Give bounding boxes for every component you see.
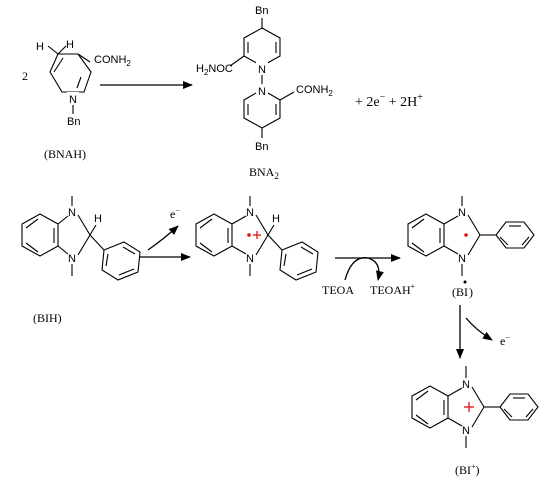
bih-n-top: N xyxy=(68,207,76,219)
bna2-molecule: Bn H2NOC N N CONH2 Bn BNA2 xyxy=(196,5,333,181)
radical-cation-n-bottom: N xyxy=(246,253,254,265)
bnah-n: N xyxy=(69,94,77,106)
step2-reagent: TEOA xyxy=(322,283,354,297)
bna2-bn-top: Bn xyxy=(255,5,268,17)
bnah-coefficient: 2 xyxy=(22,69,28,83)
radical-dot xyxy=(247,233,251,237)
bnah-name: (BNAH) xyxy=(44,147,86,161)
bnah-h-right: H xyxy=(66,39,74,51)
radical-cation-h: H xyxy=(272,213,280,225)
byproducts: + 2e− + 2H+ xyxy=(355,92,423,110)
bna2-n-top: N xyxy=(258,64,266,76)
bi-cation-name: (BI+) xyxy=(455,462,480,477)
bnah-h-left: H xyxy=(36,41,44,53)
radical-cation-n-top: N xyxy=(246,207,254,219)
bna2-bn-bottom: Bn xyxy=(255,141,268,153)
bi-radical: N N (BI) xyxy=(407,196,535,299)
bih-h: H xyxy=(94,213,102,225)
bi-cation: N N (BI+) xyxy=(411,366,539,477)
bih-n-bottom: N xyxy=(68,253,76,265)
bih-radical-cation: N N H xyxy=(195,196,319,281)
step2-product: TEOAH+ xyxy=(370,282,416,297)
bih-name: (BIH) xyxy=(33,311,62,325)
bi-radical-name: (BI) xyxy=(452,285,473,299)
bnah-ring xyxy=(49,53,92,93)
bi-cation-n-top: N xyxy=(462,379,470,391)
bnah-bn: Bn xyxy=(67,116,80,128)
bna2-name: BNA2 xyxy=(249,165,279,181)
bi-radical-n-bottom: N xyxy=(458,253,466,265)
bih-molecule: N N H (BIH) xyxy=(21,196,141,325)
bnah-amide: CONH2 xyxy=(94,54,131,68)
bi-radical-n-top: N xyxy=(458,207,466,219)
step3-electron: e− xyxy=(500,333,510,348)
bnah-molecule: 2 H H CONH2 N Bn (BNAH) xyxy=(22,39,131,161)
bna2-n-bottom: N xyxy=(258,86,266,98)
bi-cation-n-bottom: N xyxy=(462,425,470,437)
bi-radical-dot xyxy=(464,233,468,237)
bna2-amide-right: CONH2 xyxy=(296,84,333,98)
bna2-amide-left: H2NOC xyxy=(196,63,233,77)
step1-electron: e− xyxy=(170,206,180,221)
